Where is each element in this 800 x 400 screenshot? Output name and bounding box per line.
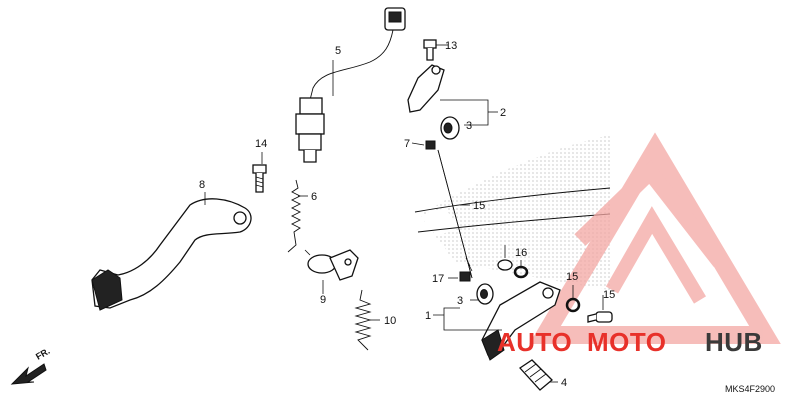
callout-7: 7 [404, 138, 410, 150]
callout-12: 14 [255, 138, 267, 150]
callout-5: 5 [335, 45, 341, 57]
callout-11: 13 [445, 40, 457, 52]
direction-label: FR. [34, 346, 52, 362]
callout-2: 2 [500, 107, 506, 119]
watermark-auto: AUTO [497, 327, 572, 357]
diagram-code: MKS4F2900 [725, 384, 775, 394]
callout-8: 8 [199, 179, 205, 191]
front-arrow-icon [10, 363, 47, 385]
part-17-washer [497, 259, 513, 271]
callout-4: 4 [561, 377, 567, 389]
callout-9: 9 [320, 294, 326, 306]
part-3-ball-joint-upper [440, 116, 460, 140]
callout-3-upper: 3 [466, 120, 472, 132]
part-15-o-ring-upper [513, 265, 529, 279]
part-2-joint [407, 64, 445, 113]
leader-lines [204, 44, 604, 383]
part-13-rod [437, 149, 473, 279]
callout-1: 1 [425, 310, 431, 322]
watermark-moto: MOTO [587, 327, 667, 357]
part-7-nut [425, 140, 436, 150]
callout-3-lower: 3 [457, 295, 463, 307]
callout-15-upper: 16 [515, 247, 527, 259]
part-9-pivot-arm [304, 249, 359, 281]
watermark-hub: HUB [705, 327, 763, 357]
callout-6: 6 [311, 191, 317, 203]
front-direction-indicator: FR. [10, 346, 52, 385]
callout-10: 10 [384, 315, 396, 327]
part-8-brake-pedal [91, 198, 252, 311]
part-15-o-ring-lower [565, 297, 581, 313]
part-11-bolt [423, 39, 437, 61]
part-14-pivot-bolt [587, 311, 613, 323]
part-5-sensor [295, 7, 406, 163]
callout-13: 15 [473, 200, 485, 212]
part-16-nut [459, 271, 471, 282]
watermark-logo-icon [529, 132, 781, 344]
background-dot-pattern [414, 135, 611, 290]
callout-14: 15 [603, 289, 615, 301]
callout-15-lower: 15 [566, 271, 578, 283]
part-10-spring [354, 289, 372, 351]
watermark-text: AUTO MOTO HUB [497, 327, 763, 357]
part-1-pedal-arm [481, 281, 561, 361]
part-4-rubber [519, 359, 553, 391]
part-12-bolt [252, 164, 267, 193]
part-6-spring [287, 179, 302, 253]
callout-16: 17 [432, 273, 444, 285]
part-3-ball-joint-lower [476, 283, 494, 305]
